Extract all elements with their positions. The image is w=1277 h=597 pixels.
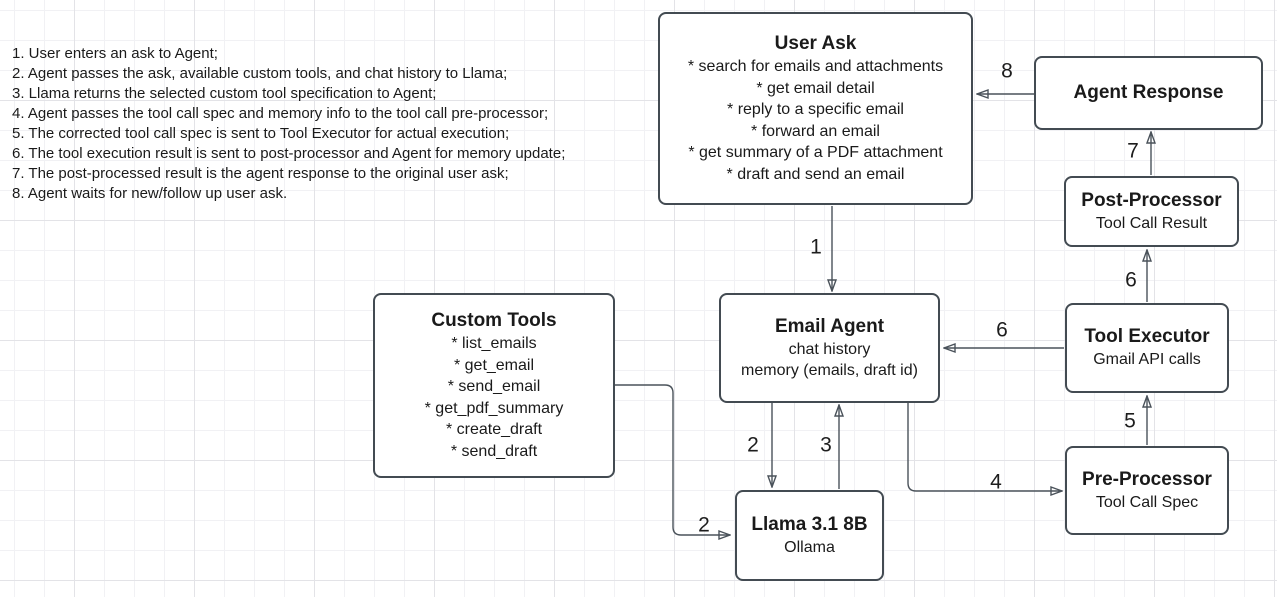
node-post-processor[interactable]: Post-Processor Tool Call Result xyxy=(1064,176,1239,247)
note-line: 1. User enters an ask to Agent; xyxy=(12,45,218,62)
node-agent-response[interactable]: Agent Response xyxy=(1034,56,1263,130)
node-line: memory (emails, draft id) xyxy=(741,362,918,379)
node-subtitle: Tool Call Result xyxy=(1095,214,1208,232)
edge-label-4[interactable]: 4 xyxy=(990,470,1002,494)
node-title: Post-Processor xyxy=(1081,189,1222,211)
note-line: 3. Llama returns the selected custom too… xyxy=(12,85,437,102)
node-pre-processor[interactable]: Pre-Processor Tool Call Spec xyxy=(1065,446,1229,535)
note-line: 4. Agent passes the tool call spec and m… xyxy=(12,105,549,122)
node-line: * draft and send an email xyxy=(726,165,905,183)
node-title: Llama 3.1 8B xyxy=(751,513,868,535)
note-line: 5. The corrected tool call spec is sent … xyxy=(12,125,510,142)
edge-label-5[interactable]: 5 xyxy=(1124,409,1136,433)
node-subtitle: Tool Call Spec xyxy=(1095,493,1199,511)
edge-label-3[interactable]: 3 xyxy=(820,433,832,457)
edge-label-6-executor-agent[interactable]: 6 xyxy=(996,318,1008,342)
node-tool-executor[interactable]: Tool Executor Gmail API calls xyxy=(1065,303,1229,393)
note-line: 8. Agent waits for new/follow up user as… xyxy=(12,185,288,202)
node-line: * send_email xyxy=(447,378,541,395)
note-line: 6. The tool execution result is sent to … xyxy=(12,145,566,162)
edge-label-1[interactable]: 1 xyxy=(810,235,822,259)
node-user-ask[interactable]: User Ask * search for emails and attachm… xyxy=(658,12,973,205)
node-subtitle: Ollama xyxy=(784,538,835,556)
node-title: Agent Response xyxy=(1073,82,1224,103)
node-line: * forward an email xyxy=(751,122,880,140)
node-line: * get_pdf_summary xyxy=(424,399,564,417)
node-title: Tool Executor xyxy=(1084,326,1210,348)
node-line: * search for emails and attachments xyxy=(687,58,944,75)
node-title: Email Agent xyxy=(774,315,885,337)
note-line: 7. The post-processed result is the agen… xyxy=(12,165,509,182)
edge-tools-to-llama[interactable] xyxy=(614,384,730,535)
node-title: Pre-Processor xyxy=(1082,468,1212,490)
edge-label-2-tools-llama[interactable]: 2 xyxy=(698,513,710,537)
node-subtitle: Gmail API calls xyxy=(1093,351,1201,369)
edge-label-2-agent-llama[interactable]: 2 xyxy=(747,433,759,457)
node-line: * create_draft xyxy=(445,421,543,438)
node-title: User Ask xyxy=(774,33,857,54)
node-title: Custom Tools xyxy=(431,310,557,331)
node-line: * send_draft xyxy=(450,442,538,460)
node-line: * get email detail xyxy=(756,79,875,97)
node-line: * reply to a specific email xyxy=(727,101,904,118)
edge-label-7[interactable]: 7 xyxy=(1127,139,1139,163)
edge-agent-to-preprocessor[interactable] xyxy=(907,403,1062,491)
node-line: * get_email xyxy=(453,356,535,374)
node-email-agent[interactable]: Email Agent chat history memory (emails,… xyxy=(719,293,940,403)
note-line: 2. Agent passes the ask, available custo… xyxy=(12,65,508,82)
node-line: chat history xyxy=(788,340,871,358)
node-line: * get summary of a PDF attachment xyxy=(688,144,943,161)
edge-label-8[interactable]: 8 xyxy=(1001,59,1013,83)
node-custom-tools[interactable]: Custom Tools * list_emails * get_email *… xyxy=(373,293,615,478)
node-llama[interactable]: Llama 3.1 8B Ollama xyxy=(735,490,884,581)
node-line: * list_emails xyxy=(451,335,537,352)
flow-notes[interactable]: 1. User enters an ask to Agent; 2. Agent… xyxy=(12,44,565,204)
edge-label-6-executor-post[interactable]: 6 xyxy=(1125,268,1137,292)
